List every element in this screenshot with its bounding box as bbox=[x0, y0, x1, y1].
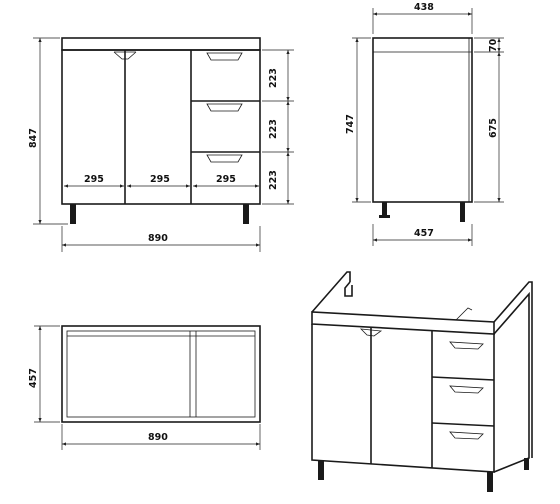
side-view: 438 747 70 675 457 bbox=[345, 2, 504, 246]
iso-left-back-post bbox=[311, 271, 351, 313]
iso-rear-rail bbox=[455, 307, 473, 321]
door-handle-1 bbox=[113, 51, 137, 60]
side-leg-front bbox=[382, 202, 387, 216]
top-depth-label: 438 bbox=[414, 2, 434, 13]
door-width-label: 295 bbox=[84, 174, 104, 185]
iso-top-panel bbox=[311, 311, 495, 335]
drawer-height-1: 223 bbox=[268, 68, 279, 88]
front-view: 295 295 295 890 847 223 223 223 bbox=[28, 37, 294, 252]
side-body bbox=[372, 37, 473, 203]
drawer-height-2: 223 bbox=[268, 119, 279, 139]
top-inner-outline bbox=[66, 330, 256, 418]
overall-height-label: 847 bbox=[28, 128, 39, 148]
drawer-width-label: 295 bbox=[216, 174, 236, 185]
iso-front-face bbox=[311, 324, 495, 473]
drawer-handle-2 bbox=[206, 103, 243, 112]
iso-door-handle bbox=[359, 328, 383, 337]
iso-side-face bbox=[493, 291, 530, 473]
front-top-panel bbox=[61, 37, 261, 51]
iso-right-back-post bbox=[493, 281, 533, 458]
drawer-handle-3 bbox=[206, 154, 243, 163]
side-leg-back bbox=[460, 202, 465, 222]
top-depth-dim-label: 457 bbox=[28, 368, 39, 388]
front-leg-left bbox=[70, 204, 76, 224]
overall-width-label: 890 bbox=[148, 233, 168, 244]
top-width-label: 890 bbox=[148, 432, 168, 443]
side-body-height-label: 675 bbox=[488, 118, 499, 138]
top-view: 457 890 bbox=[28, 325, 261, 450]
body-depth-label: 457 bbox=[414, 228, 434, 239]
side-total-height-label: 747 bbox=[345, 114, 356, 134]
top-offset-label: 70 bbox=[488, 38, 499, 52]
front-body bbox=[61, 49, 261, 205]
iso-drawer-divider-1 bbox=[431, 376, 495, 381]
top-outline bbox=[61, 325, 261, 423]
iso-leg-back bbox=[524, 458, 529, 470]
side-leg-front-foot bbox=[379, 215, 390, 218]
front-leg-right bbox=[243, 204, 249, 224]
iso-leg-left bbox=[318, 460, 324, 480]
drawer-height-3: 223 bbox=[268, 170, 279, 190]
door2-width-label: 295 bbox=[150, 174, 170, 185]
iso-drawer-handle-2 bbox=[449, 385, 484, 394]
isometric-view bbox=[311, 271, 533, 492]
iso-hanger-bracket bbox=[344, 281, 353, 297]
iso-drawer-divider-2 bbox=[431, 422, 495, 427]
drawer-handle-1 bbox=[206, 52, 243, 61]
iso-drawer-handle-3 bbox=[449, 431, 484, 440]
iso-leg-right bbox=[487, 472, 493, 492]
iso-drawer-handle-1 bbox=[449, 341, 484, 350]
